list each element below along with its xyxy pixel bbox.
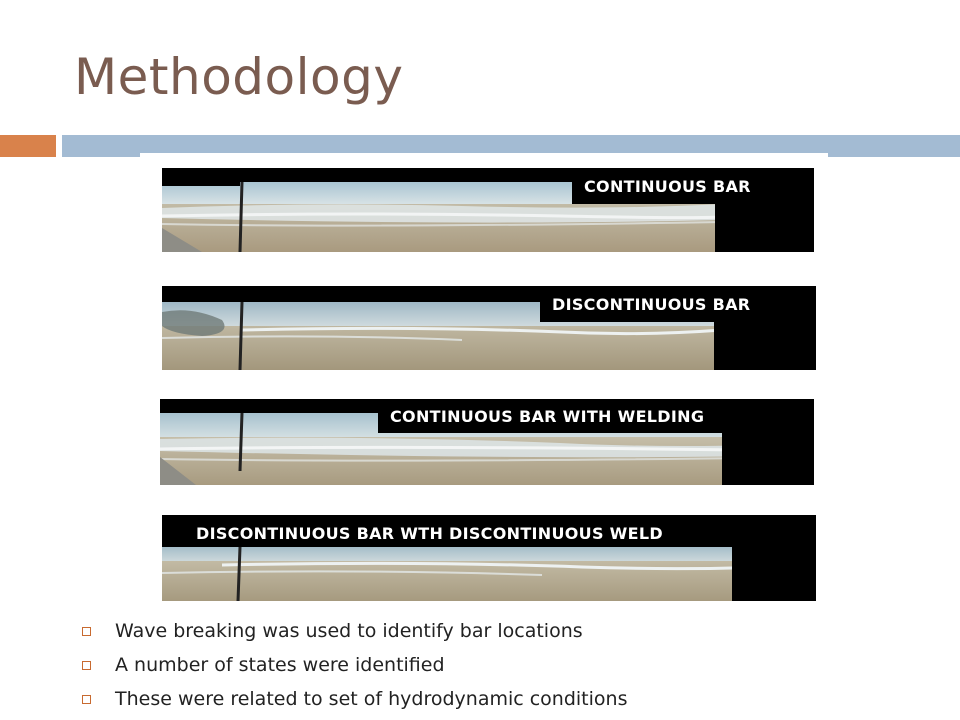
title-accent-blue	[62, 135, 960, 157]
square-bullet-icon	[82, 626, 91, 636]
bullet-list: Wave breaking was used to identify bar l…	[78, 614, 627, 716]
square-bullet-icon	[82, 660, 91, 670]
bullet-item: These were related to set of hydrodynami…	[78, 682, 627, 716]
beach-photo-continuous-bar-welding: CONTINUOUS BAR WITH WELDING	[160, 399, 814, 485]
bullet-text: Wave breaking was used to identify bar l…	[115, 620, 583, 642]
panel-label-discontinuous-bar-weld: DISCONTINUOUS BAR WTH DISCONTINUOUS WELD	[196, 524, 663, 543]
beach-photo-discontinuous-bar: DISCONTINUOUS BAR	[162, 286, 816, 370]
panel-label-continuous-bar-welding: CONTINUOUS BAR WITH WELDING	[390, 407, 705, 426]
bullet-text: A number of states were identified	[115, 654, 445, 676]
beach-photo-discontinuous-bar-weld: DISCONTINUOUS BAR WTH DISCONTINUOUS WELD	[162, 515, 816, 601]
square-bullet-icon	[82, 694, 91, 704]
panel-label-discontinuous-bar: DISCONTINUOUS BAR	[552, 295, 751, 314]
slide-title: Methodology	[74, 48, 404, 106]
image-backdrop	[140, 153, 828, 163]
panel-label-continuous-bar: CONTINUOUS BAR	[584, 177, 751, 196]
beach-photo-continuous-bar: CONTINUOUS BAR	[162, 168, 814, 252]
title-accent-orange	[0, 135, 56, 157]
bullet-item: Wave breaking was used to identify bar l…	[78, 614, 627, 648]
bullet-text: These were related to set of hydrodynami…	[115, 688, 628, 710]
bullet-item: A number of states were identified	[78, 648, 627, 682]
